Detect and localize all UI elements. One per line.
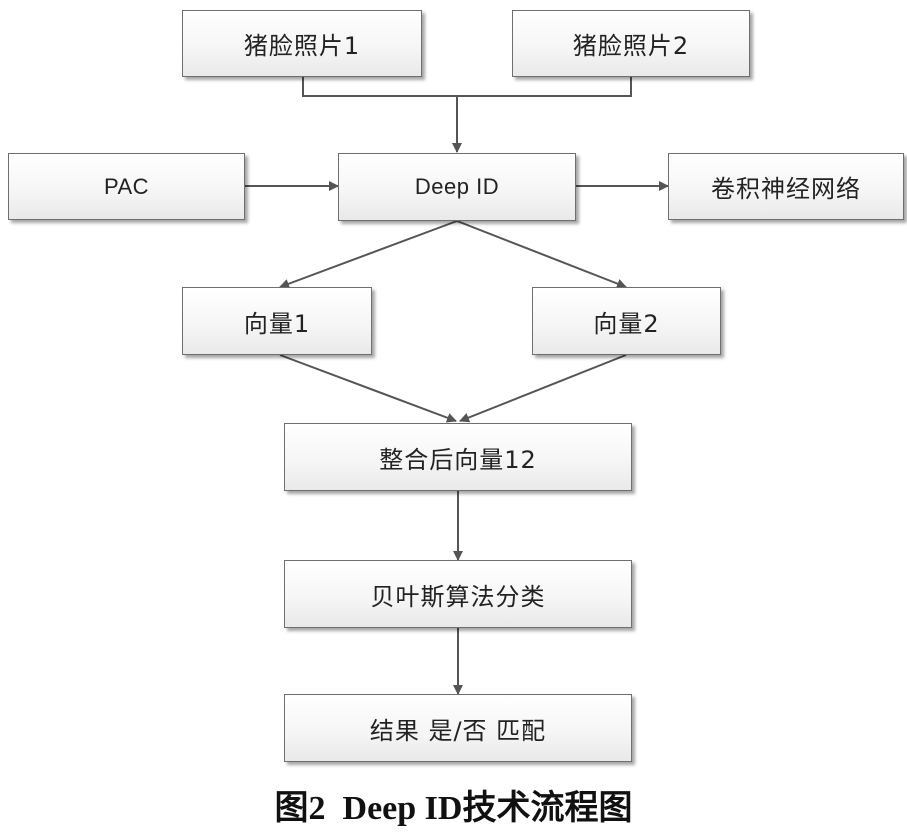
node-pac: PAC bbox=[8, 153, 245, 220]
node-merged-vector: 整合后向量12 bbox=[284, 423, 632, 491]
figure-label: 图2 bbox=[274, 790, 326, 827]
arrow-vec1-to-merged bbox=[279, 354, 457, 423]
arrow-vec2-to-merged bbox=[459, 354, 627, 423]
node-photo1: 猪脸照片1 bbox=[182, 10, 422, 77]
arrow-deepid-to-vec2 bbox=[456, 220, 627, 289]
node-result: 结果 是/否 匹配 bbox=[284, 694, 632, 762]
node-cnn: 卷积神经网络 bbox=[668, 153, 904, 220]
node-vector1: 向量1 bbox=[182, 287, 372, 355]
figure-title: Deep ID技术流程图 bbox=[342, 790, 633, 827]
photos-merge-line bbox=[302, 77, 632, 97]
figure-caption: 图2 Deep ID技术流程图 bbox=[0, 780, 907, 829]
arrow-deepid-to-vec1 bbox=[279, 220, 458, 289]
node-photo2: 猪脸照片2 bbox=[512, 10, 750, 77]
node-bayes-classification: 贝叶斯算法分类 bbox=[284, 560, 632, 628]
node-deepid: Deep ID bbox=[338, 153, 576, 221]
node-vector2: 向量2 bbox=[532, 287, 721, 355]
